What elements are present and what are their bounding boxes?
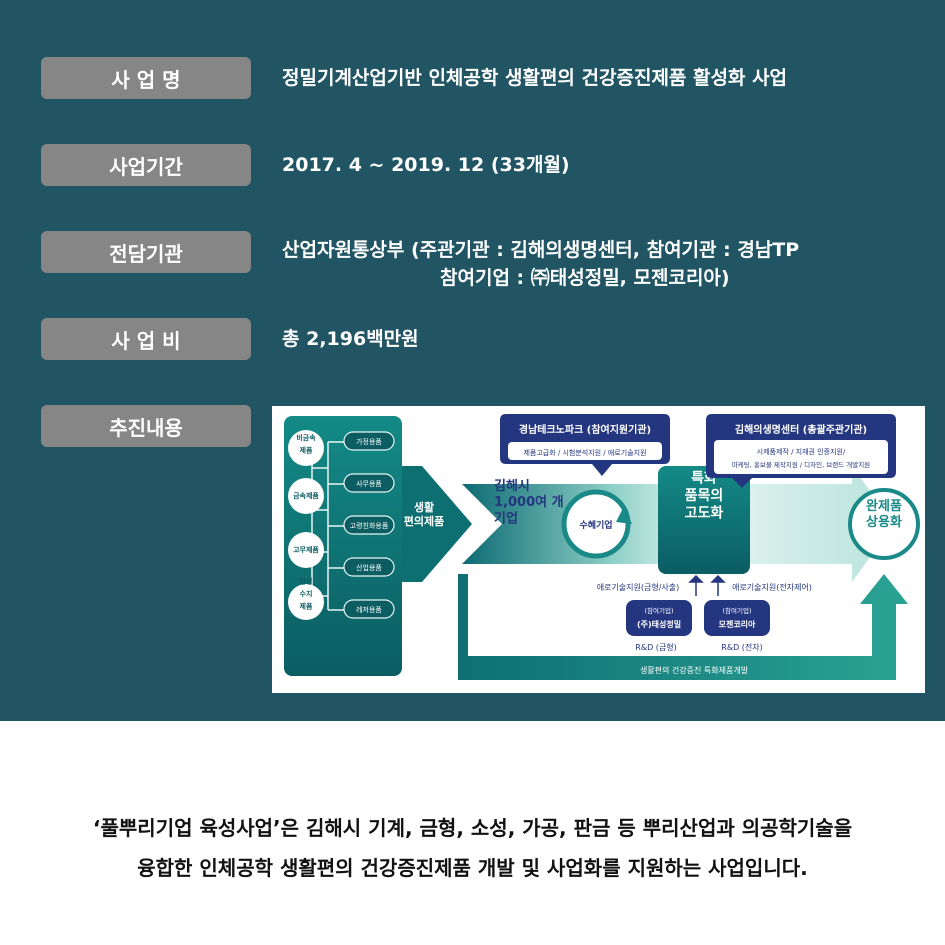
value-budget: 총 2,196백만원 xyxy=(282,328,419,350)
right-company-tag: (참여기업) xyxy=(723,606,752,615)
right-support-label: 애로기술지원(전자제어) xyxy=(732,582,812,592)
left-company-box xyxy=(626,600,692,636)
footer-line-2: 융합한 인체공학 생활편의 건강증진제품 개발 및 사업화를 지원하는 사업입니… xyxy=(137,856,808,880)
special-items-box xyxy=(658,466,750,574)
use-pill-0 xyxy=(343,431,395,451)
material-node-3 xyxy=(288,584,324,620)
gimhae-title: 김해의생명센터 (총괄주관기관) xyxy=(735,423,867,436)
left-company-tag: (참여기업) xyxy=(645,606,674,615)
gimhae-desc-1: 시제품제작 / 지재권 인증지원/ xyxy=(757,447,846,456)
label-budget: 사 업 비 xyxy=(41,318,251,360)
use-label-4: 레저용품 xyxy=(356,605,382,614)
value-project-period: 2017. 4 ~ 2019. 12 (33개월) xyxy=(282,154,570,176)
use-label-3: 산업용품 xyxy=(356,563,382,572)
value-participating-companies: 참여기업 : ㈜태성정밀, 모젠코리아) xyxy=(440,267,730,289)
label-project-period: 사업기간 xyxy=(41,144,251,186)
beneficiary-label: 수혜기업 xyxy=(579,519,612,531)
bottom-flow-label: 생활편의 건강증진 특화제품개발 xyxy=(640,665,749,675)
use-label-0: 가정용품 xyxy=(356,437,382,446)
label-agency: 전담기관 xyxy=(41,231,251,273)
footer-description: ‘풀뿌리기업 육성사업’은 김해시 기계, 금형, 소성, 가공, 판금 등 뿌… xyxy=(0,808,945,888)
material-nodes xyxy=(288,430,324,620)
beneficiary-circle xyxy=(561,489,631,559)
left-rnd-label: R&D (금형) xyxy=(635,643,676,652)
bottom-flow-arrow xyxy=(458,574,908,680)
left-company-name: (주)태성정밀 xyxy=(637,619,681,629)
use-pill-2 xyxy=(343,515,395,535)
right-company-box xyxy=(704,600,770,636)
right-company-name: 모젠코리아 xyxy=(719,619,756,629)
use-label-1: 사무용품 xyxy=(356,479,382,488)
info-panel: 사 업 명 정밀기계산업기반 인체공학 생활편의 건강증진제품 활성화 사업 사… xyxy=(0,0,945,721)
gntp-desc: 제품고급화 / 시험분석지원 / 애로기술지원 xyxy=(523,448,646,457)
right-rnd-label: R&D (전자) xyxy=(721,642,762,652)
footer-line-1: ‘풀뿌리기업 육성사업’은 김해시 기계, 금형, 소성, 가공, 판금 등 뿌… xyxy=(92,816,853,840)
use-pill-4 xyxy=(343,599,395,619)
value-project-name: 정밀기계산업기반 인체공학 생활편의 건강증진제품 활성화 사업 xyxy=(282,67,788,89)
material-node-1 xyxy=(288,478,324,514)
gimhae-desc-2: 마케팅, 홍보물 제작지원 / 디자인, 브랜드 개발지원 xyxy=(732,460,870,469)
label-project-name: 사 업 명 xyxy=(41,57,251,99)
material-label-1: 금속제품 xyxy=(293,491,319,500)
material-node-0 xyxy=(288,430,324,466)
result-circle xyxy=(848,488,920,560)
use-pill-1 xyxy=(343,473,395,493)
value-agency: 산업자원통상부 (주관기관 : 김해의생명센터, 참여기관 : 경남TP xyxy=(282,239,800,261)
product-arrow xyxy=(402,466,472,582)
label-details: 추진내용 xyxy=(41,405,251,447)
material-node-2 xyxy=(288,532,324,568)
use-label-2: 고령친화용품 xyxy=(350,521,389,530)
gntp-title: 경남테크노파크 (참여지원기관) xyxy=(519,423,651,436)
material-label-2: 고무제품 xyxy=(293,545,319,554)
use-pill-3 xyxy=(343,557,395,577)
left-support-label: 애로기술지원(금형/사출) xyxy=(597,582,680,592)
